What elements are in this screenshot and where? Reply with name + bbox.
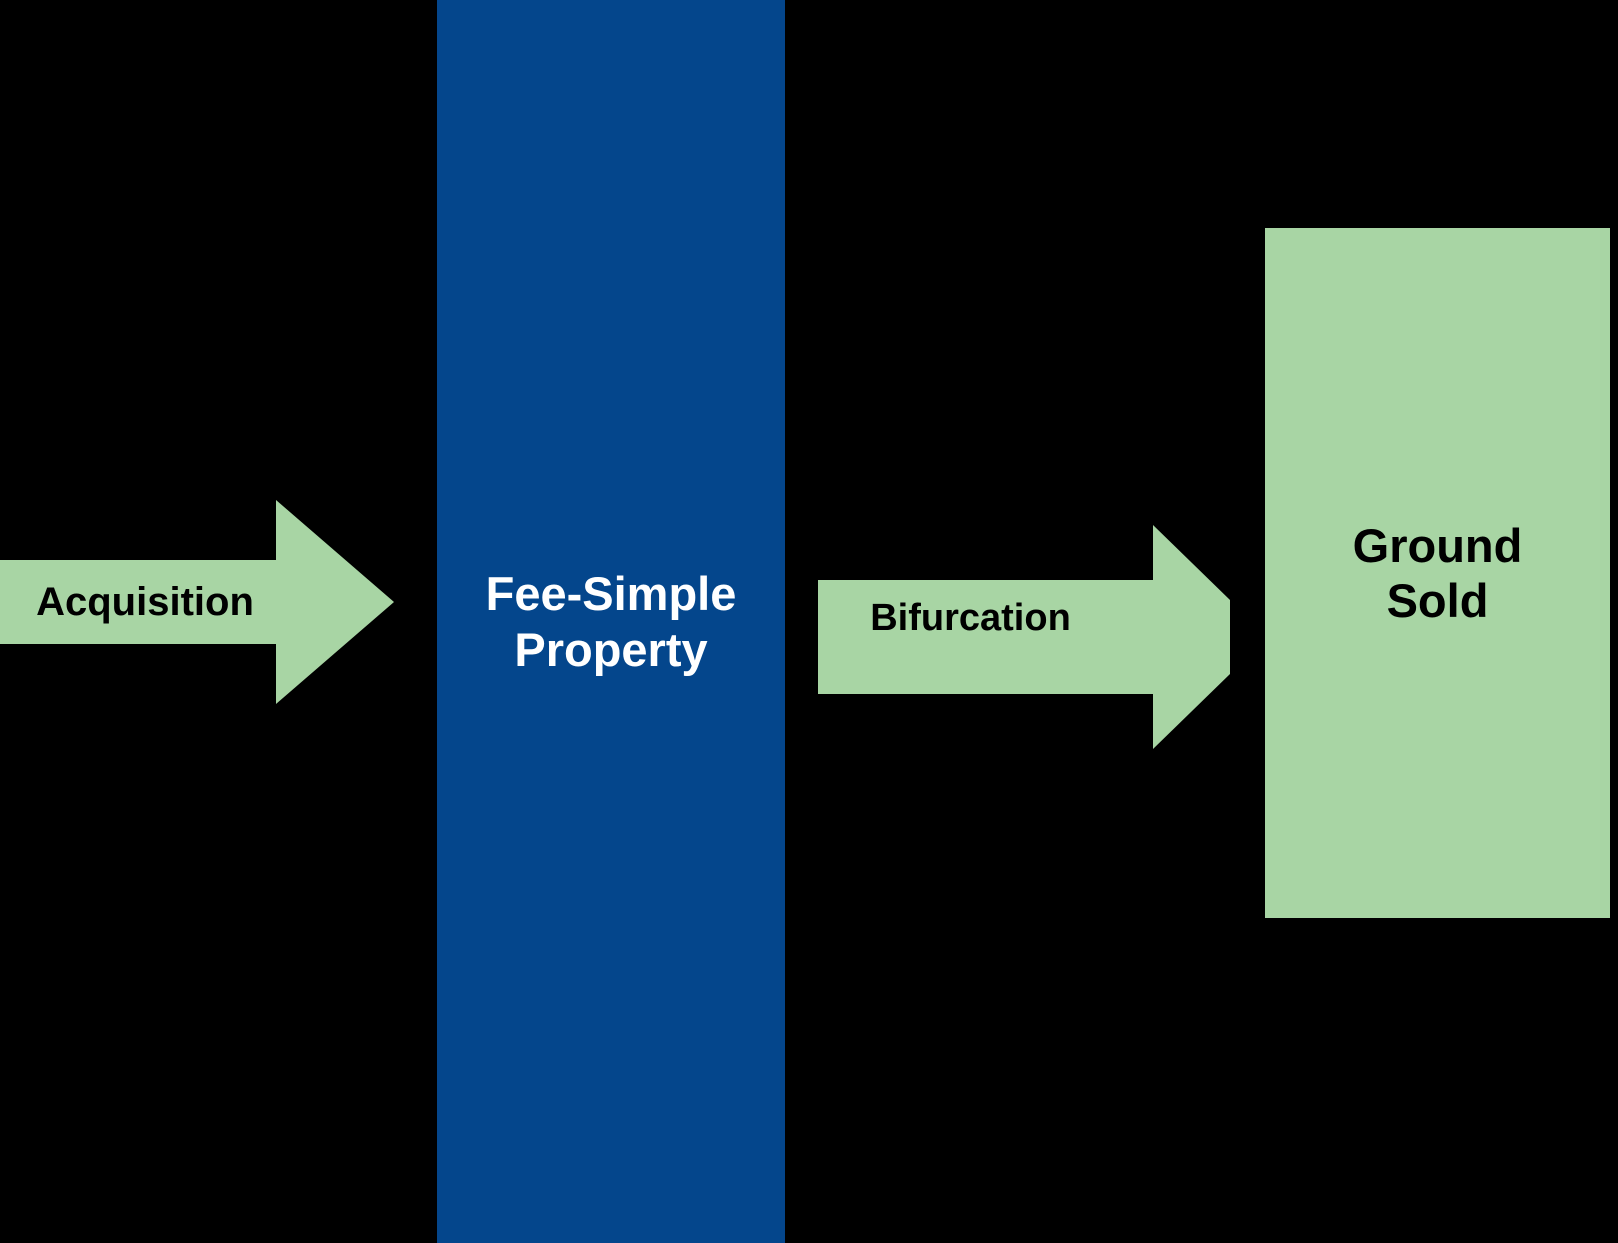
arrow-acquisition [0,478,396,726]
node-ground-sold: Ground Sold [1265,228,1610,918]
node-ground-sold-label-line2: Sold [1386,574,1489,627]
arrow-bifurcation-label: Bifurcation [870,597,1071,639]
arrow-acquisition-label: Acquisition [36,580,254,624]
node-fee-simple-property-label-line1: Fee-Simple [485,567,737,621]
node-ground-sold-label-line1: Ground [1352,518,1523,572]
node-fee-simple-property-label: Fee-Simple Property [486,566,737,677]
arrow-bifurcation [818,513,1230,761]
arrow-right-icon [0,500,394,704]
arrow-right-icon [818,525,1230,749]
node-fee-simple-property-label-line2: Property [514,622,708,676]
node-ground-sold-label: Ground Sold [1353,518,1523,629]
node-fee-simple-property: Fee-Simple Property [437,0,785,1243]
